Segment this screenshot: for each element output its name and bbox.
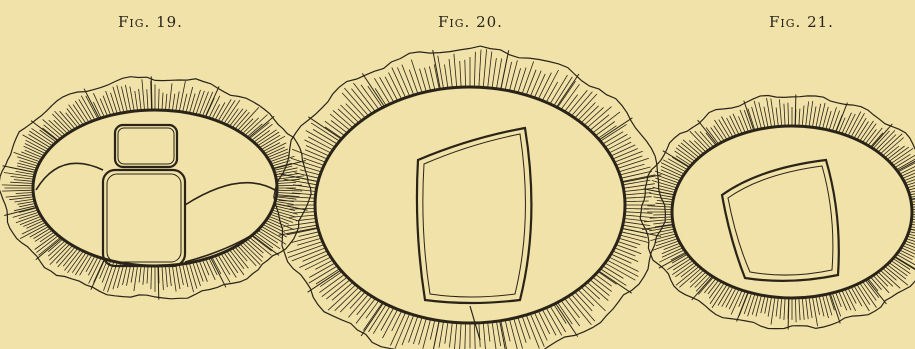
figure-21-drawing	[640, 95, 915, 330]
figure-20-drawing	[274, 46, 666, 349]
figure-19-drawing	[0, 76, 311, 299]
